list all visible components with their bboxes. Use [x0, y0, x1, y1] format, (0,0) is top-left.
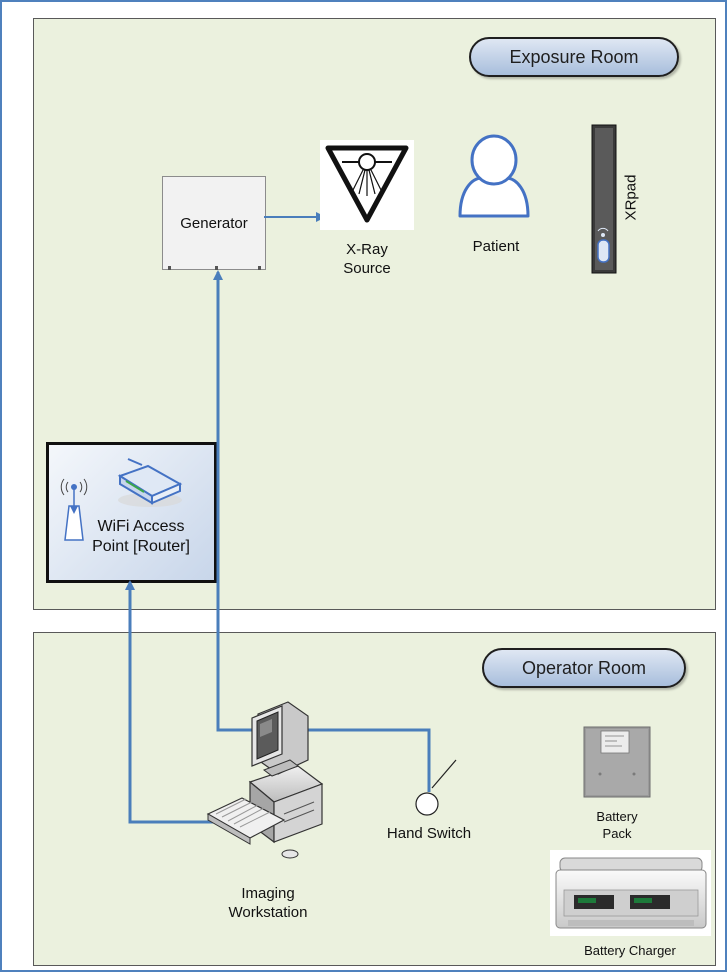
battery-charger-icon — [550, 850, 711, 936]
hand-switch-icon — [415, 759, 457, 816]
router-label: WiFi Access Point [Router] — [92, 518, 190, 555]
exposure-room-label: Exposure Room — [469, 37, 679, 77]
router-device-icon — [117, 458, 183, 507]
patient-icon — [458, 134, 530, 218]
xray-source-icon — [320, 140, 414, 230]
wifi-antenna-icon — [60, 478, 88, 541]
workstation-to-router-connector — [125, 580, 238, 824]
xray-source-label: X-Ray Source — [343, 241, 391, 277]
generator-box: Generator — [162, 176, 266, 270]
handswitch-to-generator-connector — [213, 270, 431, 792]
patient-label: Patient — [472, 238, 520, 255]
battery-pack-label: Battery Pack — [596, 809, 638, 841]
xrpad-icon — [591, 124, 617, 274]
workstation-label: Imaging Workstation — [228, 885, 308, 921]
xrpad-label: XRpad — [622, 174, 640, 221]
generator-feet — [168, 266, 261, 270]
generator-label: Generator — [180, 214, 248, 232]
battery-charger-label: Battery Charger — [584, 943, 676, 958]
battery-pack-icon — [583, 726, 651, 798]
operator-room-label: Operator Room — [482, 648, 686, 688]
workstation-icon — [206, 701, 324, 859]
hand-switch-label: Hand Switch — [386, 825, 472, 842]
